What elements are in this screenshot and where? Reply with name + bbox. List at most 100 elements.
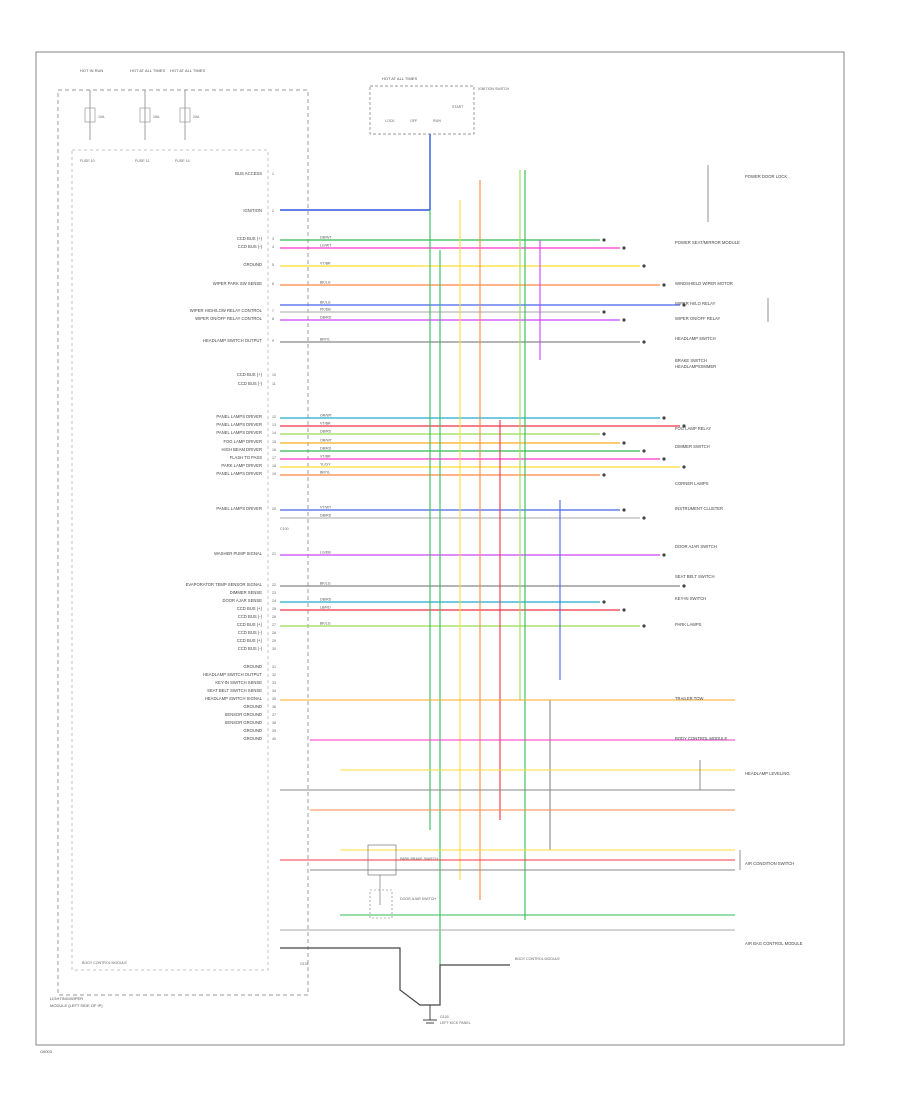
component-label: HEADLAMP/DIMMER <box>675 364 716 369</box>
pin-number: 31 <box>272 665 276 669</box>
component-label: HEADLAMP SWITCH <box>675 336 716 341</box>
wire-color-label: BK/LG <box>320 301 331 305</box>
fuse-value-3: 20A <box>193 115 200 119</box>
pin-label: EVAPORATOR TEMP SENSOR SIGNAL <box>186 582 263 587</box>
pin-number: 27 <box>272 623 276 627</box>
pin-label: PANEL LAMPS DRIVER <box>216 414 262 419</box>
wire-color-label: VT/BR <box>320 262 331 266</box>
component-label: DIMMER SWITCH <box>675 444 710 449</box>
wire-color-label: OR/WT <box>320 414 333 418</box>
fuse-label-2: HOT AT ALL TIMES <box>130 68 165 73</box>
pin-label: PANEL LAMPS DRIVER <box>216 471 262 476</box>
pin-number: 18 <box>272 464 276 468</box>
connector-pin <box>662 416 666 420</box>
pin-label: PARK LAMP DRIVER <box>221 463 262 468</box>
pin-label: CCD BUS (+) <box>237 606 263 611</box>
switch-pos-off: OFF <box>410 119 418 123</box>
pin-number: 7 <box>272 309 274 313</box>
connector-pin <box>602 600 606 604</box>
switch-title: HOT AT ALL TIMES <box>382 76 417 81</box>
connector-pin <box>642 449 646 453</box>
wire-color-label: BK/LG <box>320 622 331 626</box>
pin-label: CCD BUS (-) <box>238 381 263 386</box>
pin-label: PANEL LAMPS DRIVER <box>216 506 262 511</box>
wire-color-label: DB/RD <box>320 316 332 320</box>
pin-label: SENSOR GROUND <box>225 720 262 725</box>
pin-label: GROUND <box>243 736 262 741</box>
wire-color-label: LG/WT <box>320 244 332 248</box>
connector-pin <box>682 424 686 428</box>
connector-pin <box>662 283 666 287</box>
component-label: TRAILER TOW <box>675 696 704 701</box>
pin-label: WIPER PARK SW SENSE <box>213 281 262 286</box>
left-kick-panel: LEFT KICK PANEL <box>440 1021 471 1025</box>
pin-label: CCD BUS (-) <box>238 614 263 619</box>
component-label: BRAKE SWITCH <box>675 358 707 363</box>
wire-color-label: VT/BR <box>320 455 331 459</box>
component-label: AIR BAG CONTROL MODULE <box>745 941 803 946</box>
connector-pin <box>642 624 646 628</box>
fuse-name-1: FUSE 10 <box>80 159 95 163</box>
wire-color-label: DB/RD <box>320 598 332 602</box>
pin-number: 16 <box>272 448 276 452</box>
wire-color-label: VT/WT <box>320 506 332 510</box>
ignition-switch: HOT AT ALL TIMES IGNITION SWITCH LOCK OF… <box>280 76 510 211</box>
wire-color-label: VT/BR <box>320 422 331 426</box>
diagram-frame <box>35 51 845 1046</box>
pin-number: 20 <box>272 507 276 511</box>
connector-pin <box>642 516 646 520</box>
wire-color-label: YL/GY <box>320 463 331 467</box>
pin-number: 34 <box>272 689 276 693</box>
pin-number: 32 <box>272 673 276 677</box>
component-label: SEAT BELT SWITCH <box>675 574 714 579</box>
component-label: CORNER LAMPS <box>675 481 709 486</box>
pin-label: GROUND <box>243 262 262 267</box>
fuse-label-3: HOT AT ALL TIMES <box>170 68 205 73</box>
pin-label: FOG LAMP DRIVER <box>223 439 262 444</box>
wire-color-label: PK/DB <box>320 308 331 312</box>
fuse-value-2: 15A <box>153 115 160 119</box>
pin-label: GROUND <box>243 704 262 709</box>
pin-number: 10 <box>272 373 276 377</box>
wire-color-label: DB/RD <box>320 447 332 451</box>
wire-color-label: BR/YL <box>320 338 330 342</box>
fuse-value-1: 10A <box>98 115 105 119</box>
bcm-bottom-label: BODY CONTROL MODULE <box>515 957 561 961</box>
pin-number: 37 <box>272 713 276 717</box>
pin-label: DIMMER SENSE <box>230 590 263 595</box>
pin-label: BUS ACCESS <box>235 171 262 176</box>
pin-label: SENSOR GROUND <box>225 712 262 717</box>
pin-number: 21 <box>272 552 276 556</box>
component-label: HEADLAMP LEVELING <box>745 771 790 776</box>
park-brake-label: PARK BRAKE SWITCH <box>400 857 438 861</box>
c100-label: C100 <box>280 527 289 531</box>
footer-code: G6003 <box>40 1049 53 1054</box>
connector-pin <box>682 584 686 588</box>
pin-label: GROUND <box>243 664 262 669</box>
fuse-label-1: HOT IN RUN <box>80 68 103 73</box>
pin-number: 36 <box>272 705 276 709</box>
ground-g101: G101 <box>300 962 309 966</box>
pin-label: HEADLAMP SWITCH OUTPUT <box>203 338 262 343</box>
pin-label: WIPER ON/OFF RELAY CONTROL <box>195 316 263 321</box>
pin-number: 6 <box>272 282 274 286</box>
pin-number: 13 <box>272 423 276 427</box>
pin-number: 22 <box>272 583 276 587</box>
component-label: AIR CONDITION SWITCH <box>745 861 794 866</box>
pin-number: 38 <box>272 721 276 725</box>
connector-pin <box>622 246 626 250</box>
pin-label: FLASH TO PASS <box>230 455 263 460</box>
pin-number: 15 <box>272 440 276 444</box>
pin-label: WASHER PUMP SIGNAL <box>214 551 263 556</box>
pin-number: 28 <box>272 631 276 635</box>
pin-label: IGNITION <box>243 208 262 213</box>
door-ajar-label: DOOR AJAR SWITCH <box>400 897 436 901</box>
wire-runs: DB/WTLG/WTVT/BRBK/LGBK/LGPK/DBDB/RDBR/YL… <box>280 165 769 1000</box>
pin-number: 2 <box>272 209 274 213</box>
component-label: WIPER ON/OFF RELAY <box>675 316 720 321</box>
footer-unit-line1: LIGHTING/WIPER <box>50 996 83 1001</box>
pin-number: 19 <box>272 472 276 476</box>
pin-label: CCD BUS (+) <box>237 236 263 241</box>
pin-number: 40 <box>272 737 276 741</box>
